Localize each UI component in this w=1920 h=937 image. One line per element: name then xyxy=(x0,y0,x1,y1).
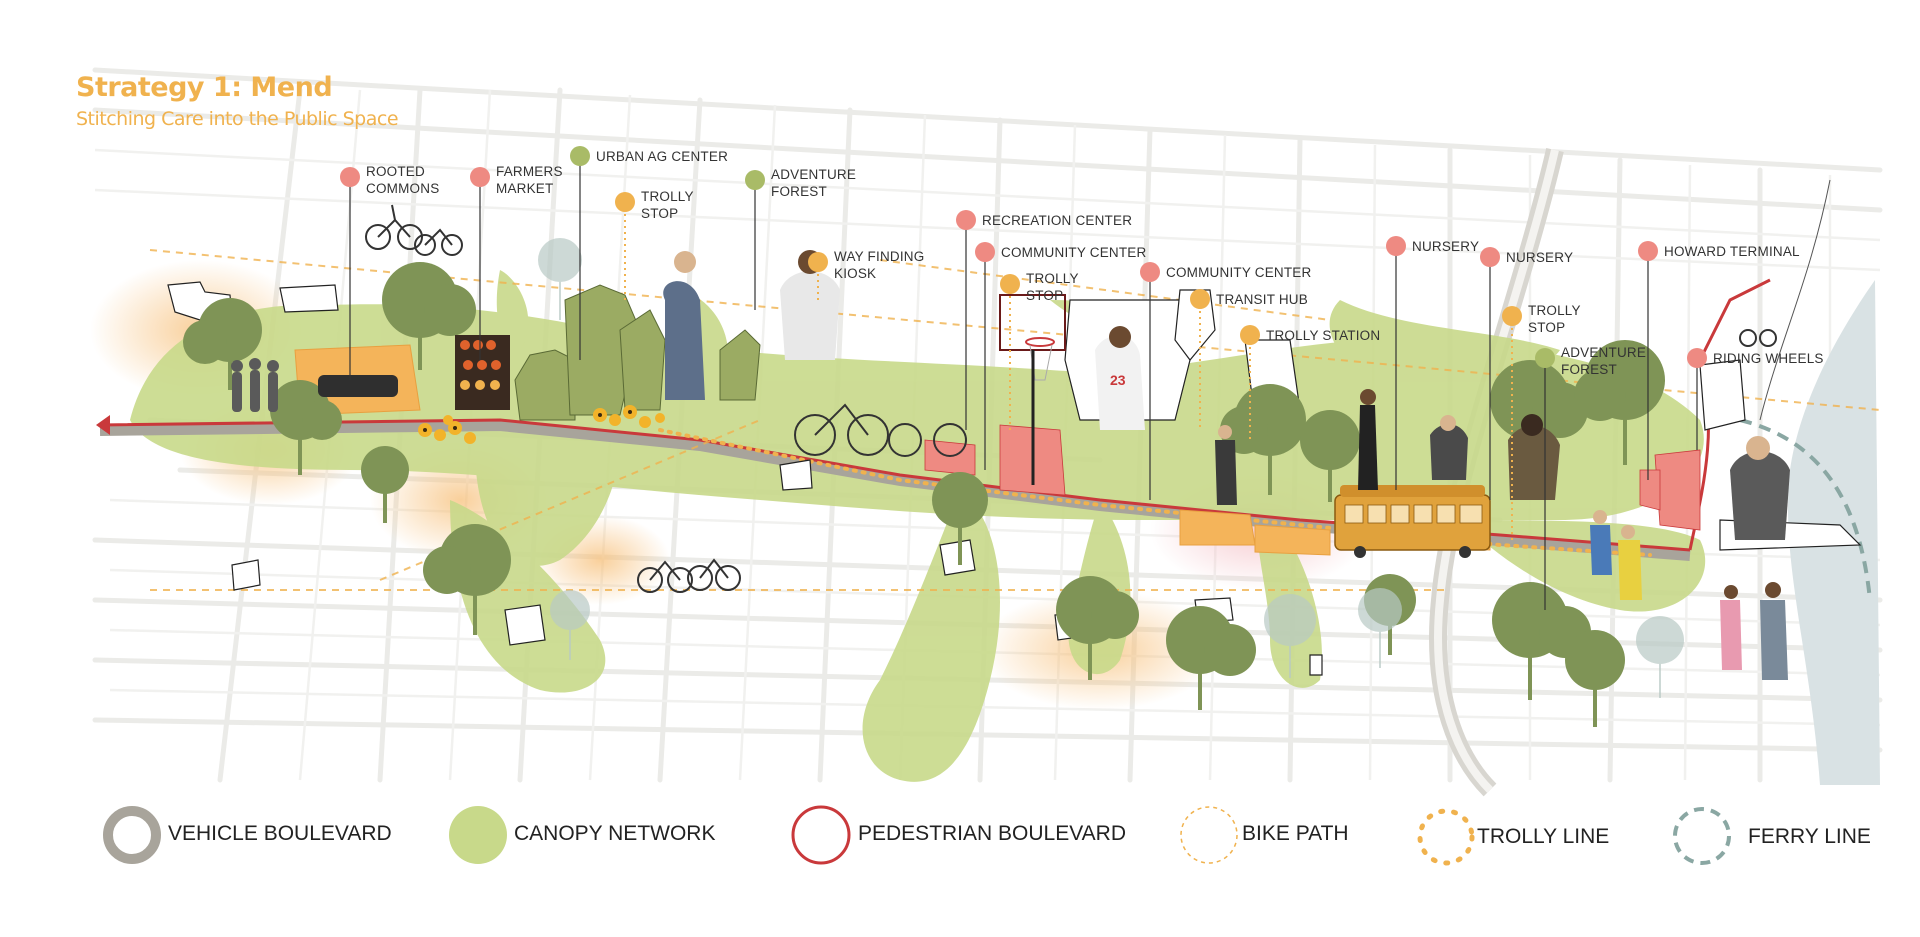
vehicle-ring-icon xyxy=(103,806,161,864)
pin-label: TROLLY STATION xyxy=(1266,328,1381,343)
pin-label: NURSERY xyxy=(1412,239,1480,254)
pin-marker-icon xyxy=(1502,306,1522,326)
pin-marker-icon xyxy=(470,167,490,187)
pin-label: TROLLY STOP xyxy=(1528,303,1581,335)
pin-label: TROLLY STOP xyxy=(641,189,694,221)
pin-marker-icon xyxy=(340,167,360,187)
pin-marker-icon xyxy=(1638,241,1658,261)
pin-marker-icon xyxy=(615,192,635,212)
pin-marker-icon xyxy=(808,252,828,272)
pin-marker-icon xyxy=(975,242,995,262)
trolley-car xyxy=(1334,485,1491,558)
pin-label: WAY FINDING KIOSK xyxy=(834,249,925,281)
pin-label: ADVENTURE FOREST xyxy=(1561,345,1647,377)
pin-label: RECREATION CENTER xyxy=(982,213,1133,228)
pin-marker-icon xyxy=(1190,289,1210,309)
pin-marker-icon xyxy=(1000,274,1020,294)
pin-label: ROOTED COMMONS xyxy=(366,164,440,196)
pin-label: HOWARD TERMINAL xyxy=(1664,244,1800,259)
pin-label: COMMUNITY CENTER xyxy=(1166,265,1312,280)
ferry-line xyxy=(1739,418,1872,601)
legend-label: FERRY LINE xyxy=(1748,825,1871,848)
market-stand xyxy=(455,335,510,410)
pin-label: ADVENTURE FOREST xyxy=(771,167,857,199)
pin-label: TRANSIT HUB xyxy=(1216,292,1308,307)
pin-label: NURSERY xyxy=(1506,250,1574,265)
ferry-dashed-ring-icon xyxy=(1673,807,1731,865)
pin-marker-icon xyxy=(570,146,590,166)
legend-label: PEDESTRIAN BOULEVARD xyxy=(858,822,1127,845)
pin-label: FARMERS MARKET xyxy=(496,164,563,196)
people-figures: 23 xyxy=(231,250,1790,680)
basketball-hoop xyxy=(999,294,1066,485)
pin-marker-icon xyxy=(1140,262,1160,282)
canopy-disc-icon xyxy=(449,806,507,864)
pin-label: COMMUNITY CENTER xyxy=(1001,245,1147,260)
pedestrian-ring-icon xyxy=(791,805,851,865)
pin-marker-icon xyxy=(1687,348,1707,368)
pin-marker-icon xyxy=(1535,348,1555,368)
legend-label: BIKE PATH xyxy=(1242,822,1349,845)
pin-label: RIDING WHEELS xyxy=(1713,351,1824,366)
pin-marker-icon xyxy=(1480,247,1500,267)
legend-label: VEHICLE BOULEVARD xyxy=(168,822,392,845)
svg-text:23: 23 xyxy=(1110,372,1126,388)
legend-label: CANOPY NETWORK xyxy=(514,822,716,845)
pin-marker-icon xyxy=(745,170,765,190)
pin-label: TROLLY STOP xyxy=(1026,271,1079,303)
pin-marker-icon xyxy=(1386,236,1406,256)
bike-dashed-ring-icon xyxy=(1180,806,1238,864)
cyclists xyxy=(365,204,1777,593)
page-title: Strategy 1: Mend xyxy=(76,72,333,103)
page-subtitle: Stitching Care into the Public Space xyxy=(76,108,399,130)
legend: VEHICLE BOULEVARD CANOPY NETWORK PEDESTR… xyxy=(0,790,1920,880)
pin-label: URBAN AG CENTER xyxy=(596,149,729,164)
pin-marker-icon xyxy=(956,210,976,230)
pin-marker-icon xyxy=(1240,325,1260,345)
legend-label: TROLLY LINE xyxy=(1477,825,1610,848)
trolly-dotted-ring-icon xyxy=(1417,808,1475,866)
